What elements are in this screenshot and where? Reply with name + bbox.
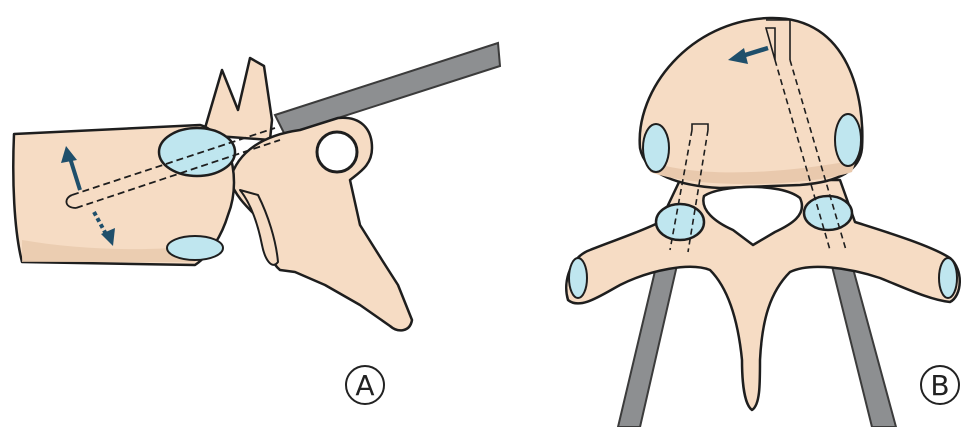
panel-label-a: A <box>346 366 384 404</box>
facet-disc-left <box>656 204 704 240</box>
tp-disc-left <box>569 258 587 298</box>
transverse-process-ring <box>317 132 357 172</box>
panel-b-axial-view: B <box>566 18 960 427</box>
panel-a-lateral-view: A <box>13 43 500 404</box>
facet-disc-inferior <box>167 236 223 260</box>
superior-articular-process <box>203 58 272 140</box>
facet-disc-superior <box>159 128 235 176</box>
panel-label-b-text: B <box>930 369 949 402</box>
panel-label-b: B <box>921 366 959 404</box>
body-disc-left <box>643 124 669 172</box>
panel-label-a-text: A <box>355 369 374 402</box>
instrument-shaft-a <box>275 43 500 135</box>
tp-disc-right <box>939 258 957 298</box>
body-disc-right <box>835 114 861 166</box>
facet-disc-right <box>804 196 852 230</box>
vertebral-body-axial <box>640 18 863 188</box>
